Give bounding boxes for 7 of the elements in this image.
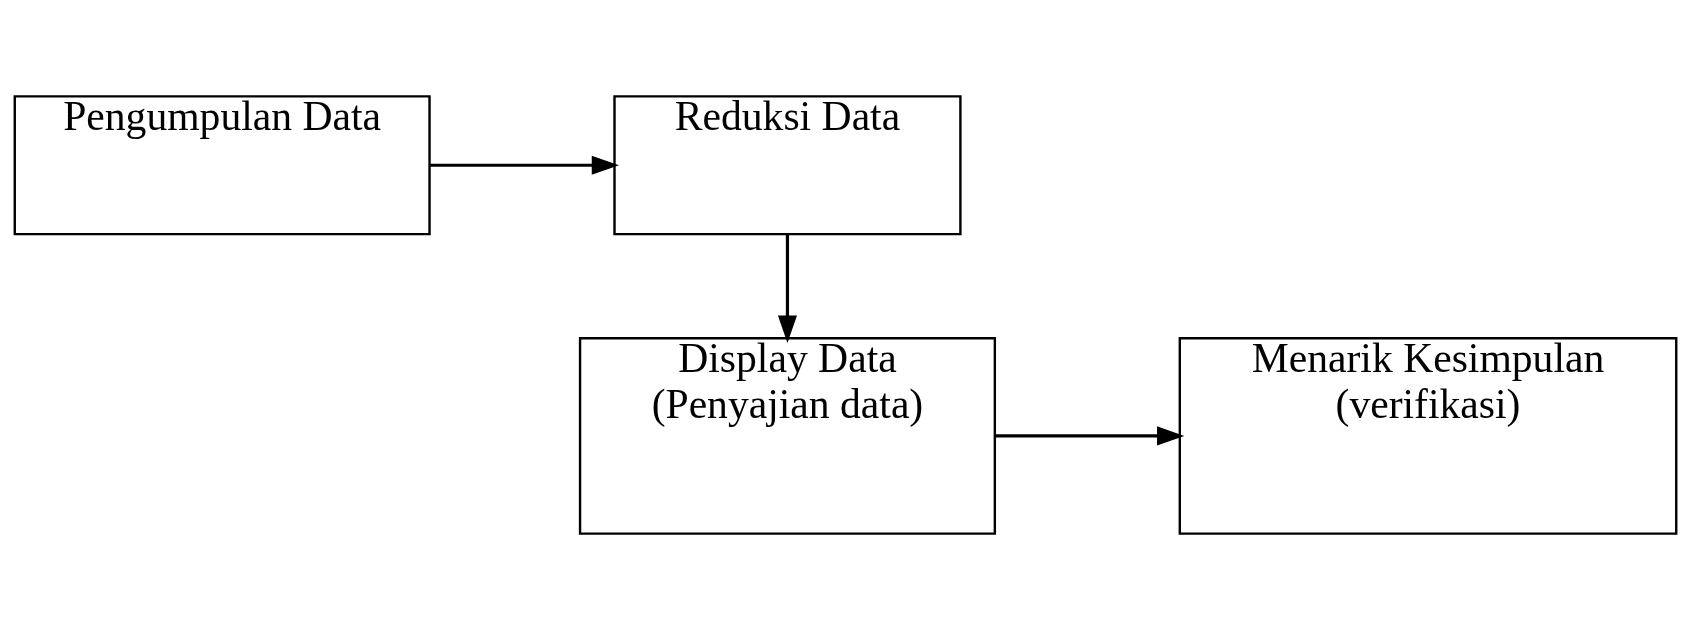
arrow bbox=[777, 234, 797, 343]
node-box: Reduksi Data bbox=[613, 95, 962, 236]
arrow bbox=[429, 155, 619, 175]
node-box: Pengumpulan Data bbox=[13, 95, 431, 236]
arrow bbox=[995, 426, 1185, 446]
node-box: Display Data (Penyajian data) bbox=[578, 337, 997, 535]
node-box: Menarik Kesimpulan (verifikasi) bbox=[1178, 337, 1678, 535]
